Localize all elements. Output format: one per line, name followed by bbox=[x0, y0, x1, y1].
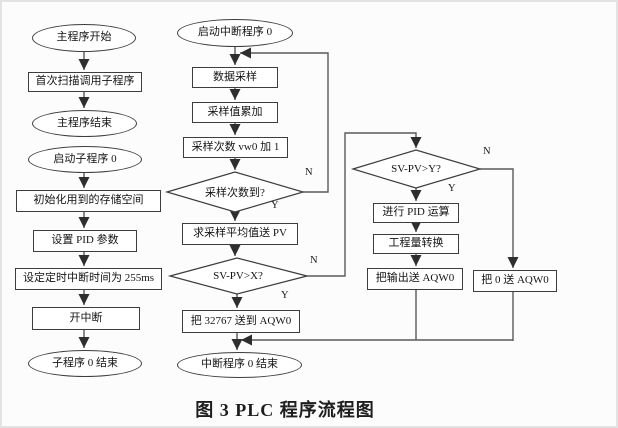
node-interrupt-end: 中断程序 0 结束 bbox=[177, 352, 302, 378]
node-start-subroutine-0: 启动子程序 0 bbox=[28, 146, 142, 173]
node-sample-count-increment: 采样次数 vw0 加 1 bbox=[183, 137, 288, 158]
node-interrupt-start: 启动中断程序 0 bbox=[177, 19, 293, 47]
node-set-pid-params: 设置 PID 参数 bbox=[33, 230, 137, 252]
decision-sv-pv-x: SV-PV>X? bbox=[213, 270, 263, 282]
label-count-reached-no: N bbox=[305, 167, 313, 178]
label-sv-pv-x-no: N bbox=[310, 255, 318, 266]
node-init-memory: 初始化用到的存储空间 bbox=[16, 190, 161, 212]
label-sv-pv-y-no: N bbox=[483, 146, 491, 157]
figure-caption: 图 3 PLC 程序流程图 bbox=[195, 400, 375, 420]
label-sv-pv-x-yes: Y bbox=[281, 290, 289, 301]
label-count-reached-yes: Y bbox=[271, 200, 279, 211]
label-sv-pv-y-yes: Y bbox=[448, 183, 456, 194]
node-set-timer-interrupt: 设定定时中断时间为 255ms bbox=[15, 268, 162, 290]
node-sample-accumulate: 采样值累加 bbox=[192, 102, 278, 123]
decision-sv-pv-y: SV-PV>Y? bbox=[391, 163, 441, 175]
node-send-zero-aqw0: 把 0 送 AQW0 bbox=[473, 270, 557, 292]
node-send-output-aqw0: 把输出送 AQW0 bbox=[367, 268, 463, 290]
node-send-32767-aqw0: 把 32767 送到 AQW0 bbox=[182, 310, 300, 333]
node-main-start: 主程序开始 bbox=[32, 24, 136, 52]
node-average-to-pv: 求采样平均值送 PV bbox=[182, 223, 298, 245]
node-engineering-convert: 工程量转换 bbox=[373, 234, 459, 254]
node-data-sampling: 数据采样 bbox=[192, 67, 278, 88]
node-main-end: 主程序结束 bbox=[32, 110, 137, 137]
node-open-interrupt: 开中断 bbox=[32, 307, 140, 330]
node-pid-calc: 进行 PID 运算 bbox=[373, 203, 459, 223]
decision-sample-count-reached: 采样次数到? bbox=[205, 187, 265, 199]
node-first-scan-call-sub: 首次扫描调用子程序 bbox=[28, 72, 142, 92]
node-subroutine-0-end: 子程序 0 结束 bbox=[28, 350, 142, 377]
